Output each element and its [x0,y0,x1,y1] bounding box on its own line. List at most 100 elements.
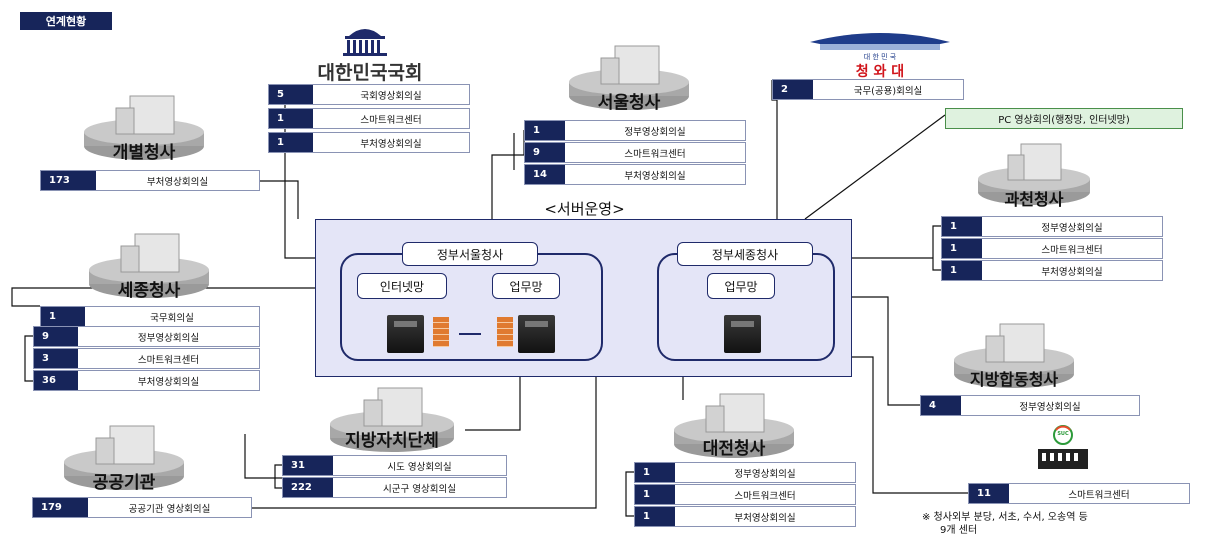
local-government-name: 지방자치단체 [345,431,439,451]
label: 스마트워크센터 [734,490,796,502]
count: 173 [41,171,96,190]
blue-house-roof-icon [810,33,950,50]
footnote-line1: ※ 청사외부 분당, 서초, 수서, 오송역 등 [922,512,1088,523]
link-line [459,333,481,335]
label: 국무회의실 [150,312,194,324]
blue-house-name: 청 와 대 [855,64,905,80]
internet-network-label: 인터넷망 [357,273,447,299]
label: 스마트워크센터 [137,354,200,366]
daejeon-row: 1 스마트워크센터 [634,484,856,505]
label: 부처영상회의실 [624,170,686,182]
count: 31 [283,456,333,475]
footnote-line2: 9개 센터 [940,525,978,536]
count: 1 [269,133,313,152]
assembly-building-icon [343,29,387,56]
building-icon [954,323,1074,388]
seoul-row: 14 부처영상회의실 [524,164,746,185]
daejeon-building: 대전청사 [670,388,798,460]
zone-seoul-title: 정부서울청사 [402,242,538,266]
label: 스마트워크센터 [624,148,686,160]
building-icon [674,393,794,458]
business-network-label: 업무망 [707,273,775,299]
label: 스마트워크센터 [1041,244,1103,256]
count: 2 [773,80,813,99]
count: 1 [41,307,85,326]
sejong-row: 1 국무회의실 [40,306,260,327]
server-title: <서버운영> [544,200,625,218]
label: 스마트워크센터 [360,114,422,126]
joint-name: 지방합동청사 [969,370,1059,389]
seoul-name: 서울청사 [597,93,661,113]
count: 14 [525,165,565,184]
count: 1 [525,121,565,140]
zone-sejong-title: 정부세종청사 [677,242,813,266]
daejeon-name: 대전청사 [702,439,766,459]
label: 부처영상회의실 [1041,266,1103,278]
blue-house-small: 대 한 민 국 [863,53,897,61]
sejong-name: 세종청사 [117,281,181,301]
suc-logo: SUC [1032,425,1094,473]
zone-sejong-gov: 정부세종청사 업무망 [657,242,835,361]
server-icon [724,315,761,353]
gwacheon-row: 1 정부영상회의실 [941,216,1163,237]
pc-video-conference-box: PC 영상회의(행정망, 인터넷망) [945,108,1183,129]
count: 4 [921,396,961,415]
suc-logo-text: SUC [1057,431,1069,437]
count: 1 [942,261,982,280]
zone-seoul-gov: 정부서울청사 인터넷망 업무망 [340,242,603,361]
gwacheon-row: 1 부처영상회의실 [941,260,1163,281]
count: 1 [942,217,982,236]
sejong-building: 세종청사 [85,228,213,301]
count: 1 [635,507,675,526]
server-icon [518,315,555,353]
building-icon [569,45,689,110]
label: 국무(공용)회의실 [853,85,923,97]
label: 정부영상회의실 [734,468,796,480]
count: 1 [942,239,982,258]
bluehouse-row: 2 국무(공용)회의실 [772,79,964,100]
label: 정부영상회의실 [624,126,686,138]
count: 9 [34,327,78,346]
smart-work-center-icon [1038,425,1088,469]
public-row: 179 공공기관 영상회의실 [32,497,252,518]
gaebyeol-building: 개별청사 [80,90,208,163]
server-operations-box: <서버운영> 정부서울청사 인터넷망 업무망 정부세종청사 업무망 [315,200,852,377]
building-icon [64,425,184,490]
count: 1 [635,485,675,504]
national-assembly-logo: 대한민국국회 [295,22,445,84]
footnote: ※ 청사외부 분당, 서초, 수서, 오송역 등 9개 센터 [922,511,1205,537]
count: 11 [969,484,1009,503]
count: 179 [33,498,88,517]
gwacheon-name: 과천청사 [1004,190,1064,209]
firewall-icon [497,317,513,347]
public-institution-name: 공공기관 [92,473,156,493]
count: 5 [269,85,313,104]
count: 36 [34,371,78,390]
section-tag: 연계현황 [20,12,112,30]
server-icon [387,315,424,353]
local-government-building: 지방자치단체 [322,382,462,454]
joint-building: 지방합동청사 [950,318,1078,390]
building-icon [89,233,209,298]
business-network-label: 업무망 [492,273,560,299]
label: 정부영상회의실 [1041,222,1103,234]
label: 정부영상회의실 [137,332,200,344]
gwacheon-row: 1 스마트워크센터 [941,238,1163,259]
public-institution-building: 공공기관 [60,420,188,493]
building-icon [84,95,204,160]
blue-house-logo: 대 한 민 국 청 와 대 [800,28,960,80]
sejong-row: 9 정부영상회의실 [33,326,260,347]
label: 부처영상회의실 [137,376,200,388]
label: 공공기관 영상회의실 [128,503,211,515]
